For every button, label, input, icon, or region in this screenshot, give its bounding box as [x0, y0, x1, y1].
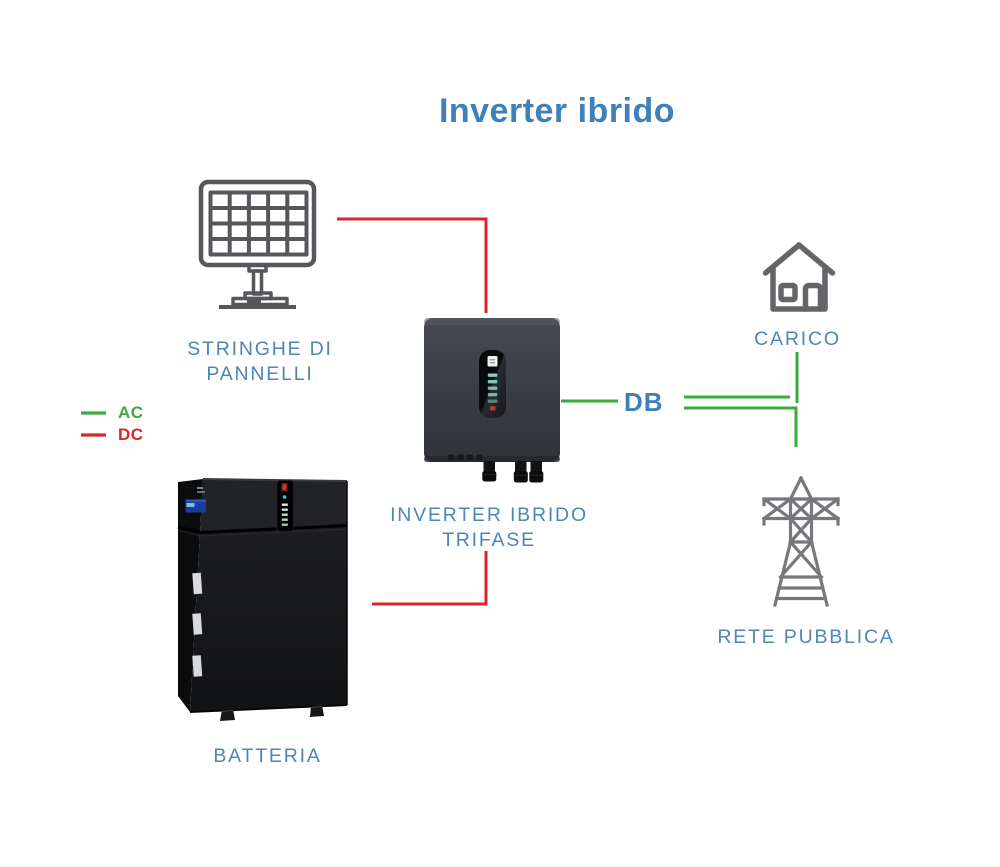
panels-label: STRINGHE DI PANNELLI: [150, 337, 370, 387]
grid-label: RETE PUBBLICA: [717, 626, 895, 648]
battery-feet: [220, 705, 324, 721]
ac-line-swatch: [81, 411, 106, 415]
house-icon: [762, 242, 836, 312]
panels-label-line1: STRINGHE DI: [187, 338, 333, 360]
load-label: CARICO: [754, 328, 841, 350]
inverter-image: [424, 318, 560, 483]
battery-side-stickers: [192, 572, 203, 677]
legend-ac-label: AC: [118, 403, 144, 422]
dc-line-swatch: [81, 433, 106, 437]
pylon-icon: [761, 475, 841, 607]
inverter-label: INVERTER IBRIDO TRIFASE: [378, 503, 600, 553]
legend: AC DC: [80, 402, 170, 446]
battery-image: [177, 478, 348, 721]
inverter-display: [479, 350, 506, 418]
legend-item-ac: AC: [80, 402, 170, 424]
legend-dc-label: DC: [118, 425, 144, 444]
dc-line-battery-to-inverter: [372, 551, 488, 606]
page-title: Inverter ibrido: [438, 92, 676, 130]
battery-label: BATTERIA: [213, 745, 322, 767]
legend-item-dc: DC: [80, 424, 170, 446]
inverter-label-line1: INVERTER IBRIDO: [390, 504, 588, 526]
inverter-label-line2: TRIFASE: [442, 529, 536, 551]
solar-panel-icon: [198, 179, 317, 309]
db-label: DB: [624, 387, 664, 417]
dc-line-panels-to-inverter: [337, 217, 488, 313]
battery-screen: [185, 487, 206, 513]
battery-indicator-panel: [276, 480, 294, 532]
inverter-connectors: [482, 461, 544, 483]
inverter-status-leds: [487, 373, 498, 411]
ac-line-db-to-grid: [684, 406, 798, 447]
panels-label-line2: PANNELLI: [206, 363, 314, 385]
